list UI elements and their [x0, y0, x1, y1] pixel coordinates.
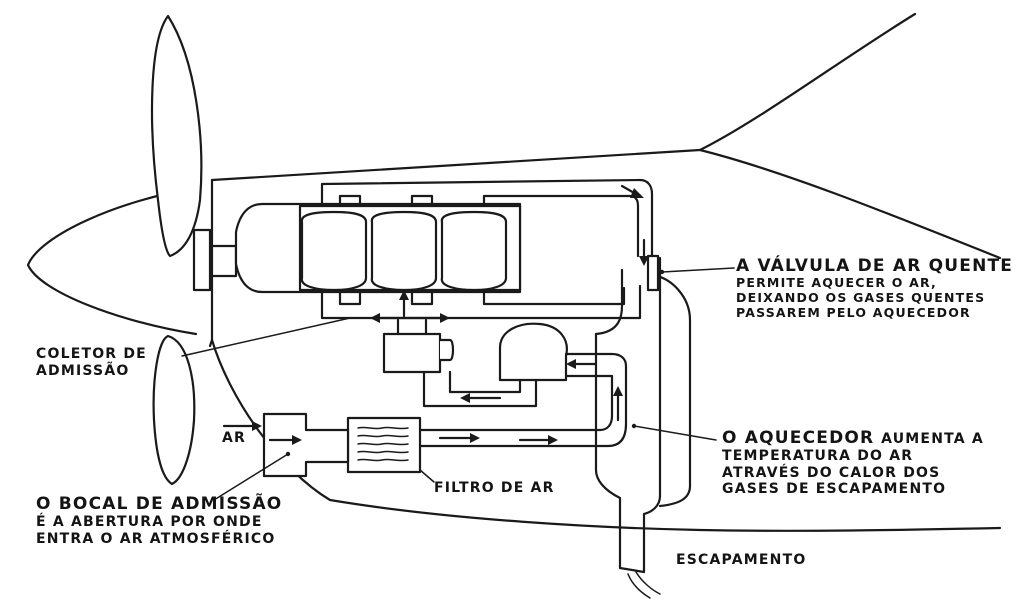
heater-desc-line-3: GASES DE ESCAPAMENTO — [722, 481, 947, 498]
exhaust-label: ESCAPAMENTO — [676, 552, 807, 568]
engine-cylinder-1 — [300, 210, 368, 292]
engine-cylinder-3 — [440, 210, 508, 292]
riser-duct — [418, 352, 628, 448]
inlet-desc-line-1: É A ABERTURA POR ONDE — [36, 514, 263, 531]
exhaust-manifold — [320, 178, 654, 260]
exhaust-stack — [594, 256, 662, 574]
leader-manifold — [181, 317, 351, 357]
heater-muff — [498, 322, 568, 382]
heater-shroud — [594, 268, 692, 508]
heater-desc-line-1: TEMPERATURA DO AR — [722, 448, 914, 465]
air-filter-housing — [346, 416, 422, 474]
leader-filter — [419, 469, 435, 483]
fuselage-top-line — [698, 12, 917, 152]
leader-heater-dot — [631, 423, 637, 429]
intake-manifold-inner — [338, 286, 626, 306]
fuselage-bottom-line — [698, 148, 1002, 260]
leader-inlet-dot — [285, 451, 291, 457]
valve-desc-line-1: PERMITE AQUECER O AR, — [736, 275, 937, 291]
exhaust-outlet — [618, 566, 646, 574]
heater-label: O AQUECEDOR AUMENTA A TEMPERATURA DO AR … — [722, 428, 984, 498]
valve-title: A VÁLVULA DE AR QUENTE — [736, 256, 1014, 276]
valve-label: A VÁLVULA DE AR QUENTE PERMITE AQUECER O… — [736, 256, 1013, 320]
propeller-blade-lower — [152, 334, 196, 486]
carburetor-riser — [396, 318, 428, 336]
exhaust-manifold-inner — [338, 194, 640, 258]
inlet-label: O BOCAL DE ADMISSÃO É A ABERTURA POR OND… — [36, 494, 282, 547]
inlet-desc-line-2: ENTRA O AR ATMOSFÉRICO — [36, 530, 276, 547]
valve-desc-line-2: DEIXANDO OS GASES QUENTES — [736, 289, 986, 305]
propeller-hub — [192, 228, 212, 292]
air-label: AR — [222, 430, 247, 446]
manifold-line-2: ADMISSÃO — [36, 362, 130, 379]
heater-desc-line-0: AUMENTA A — [881, 431, 984, 447]
leader-heater — [633, 425, 717, 441]
carburetor — [382, 332, 442, 374]
manifold-line-1: COLETOR DE — [36, 346, 147, 362]
propeller-spinner — [26, 186, 198, 336]
intake-scoop — [262, 412, 350, 478]
hot-air-duct — [422, 370, 538, 408]
propeller-shaft — [208, 244, 238, 278]
exhaust-flow-lines — [627, 571, 661, 599]
heater-line-0: O AQUECEDOR AUMENTA A — [722, 428, 984, 448]
heater-title: O AQUECEDOR — [722, 428, 875, 448]
hot-air-valve — [646, 254, 660, 292]
valve-desc-line-3: PASSAREM PELO AQUECEDOR — [736, 304, 971, 320]
engine-cylinder-2 — [370, 210, 438, 292]
filter-label: FILTRO DE AR — [434, 480, 555, 496]
air-filter-element — [357, 426, 409, 462]
intake-manifold — [320, 284, 642, 320]
manifold-label: COLETOR DE ADMISSÃO — [36, 346, 147, 379]
carburetor-bowl — [440, 338, 455, 362]
propeller-blade-upper — [150, 14, 203, 258]
flow-arrows — [222, 184, 649, 445]
inlet-title: O BOCAL DE ADMISSÃO — [36, 494, 283, 514]
heater-desc-line-2: ATRAVÉS DO CALOR DOS — [722, 464, 941, 481]
leader-valve — [661, 267, 735, 273]
leader-valve-dot — [659, 269, 665, 275]
leader-inlet — [213, 453, 289, 501]
